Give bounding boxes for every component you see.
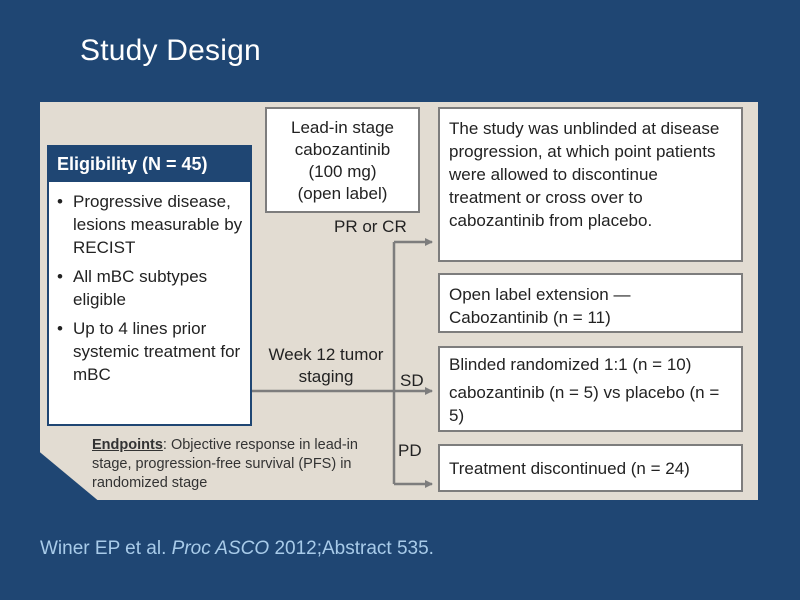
eligibility-item: •Progressive disease, lesions measurable… [57, 192, 243, 257]
lead-in-stage-box: Lead-in stage cabozantinib (100 mg) (ope… [265, 107, 420, 213]
lead-in-line: cabozantinib [294, 140, 391, 159]
citation-details: 2012;Abstract 535. [274, 538, 434, 559]
endpoints-description: : Objective response in lead-in stage, p… [92, 437, 358, 491]
eligibility-header: Eligibility (N = 45) [49, 147, 250, 182]
bullet-icon: • [57, 192, 63, 211]
lead-in-line: Lead-in stage [290, 118, 395, 137]
bullet-icon: • [57, 319, 63, 338]
blinded-line-2: cabozantinib (n = 5) vs placebo (n = 5) [449, 383, 720, 425]
blinded-randomized-box: Blinded randomized 1:1 (n = 10) cabozant… [438, 346, 743, 432]
eligibility-item: •All mBC subtypes eligible [57, 267, 208, 309]
treatment-discontinued-box: Treatment discontinued (n = 24) [438, 444, 743, 492]
citation: Winer EP et al. Proc ASCO 2012;Abstract … [40, 538, 434, 560]
citation-authors: Winer EP et al. [40, 538, 167, 559]
eligibility-item: •Up to 4 lines prior systemic treatment … [57, 319, 241, 384]
pd-label: PD [398, 441, 422, 460]
open-label-extension-box: Open label extension — Cabozantinib (n =… [438, 273, 743, 333]
unblinded-note-box: The study was unblinded at disease progr… [438, 107, 743, 262]
eligibility-list: •Progressive disease, lesions measurable… [49, 182, 250, 386]
lead-in-line: (open label) [297, 184, 388, 203]
week-12-label: Week 12 tumor staging [268, 345, 384, 386]
endpoints-text: Endpoints: Objective response in lead-in… [92, 436, 392, 493]
eligibility-box: Eligibility (N = 45) •Progressive diseas… [47, 145, 252, 426]
bullet-icon: • [57, 267, 63, 286]
sd-label: SD [400, 371, 424, 390]
blinded-line-1: Blinded randomized 1:1 (n = 10) [449, 355, 692, 374]
citation-journal: Proc ASCO [171, 538, 270, 559]
lead-in-line: (100 mg) [308, 162, 377, 181]
endpoints-label: Endpoints [92, 437, 163, 453]
slide-title: Study Design [80, 34, 261, 67]
pr-cr-label: PR or CR [334, 217, 407, 236]
